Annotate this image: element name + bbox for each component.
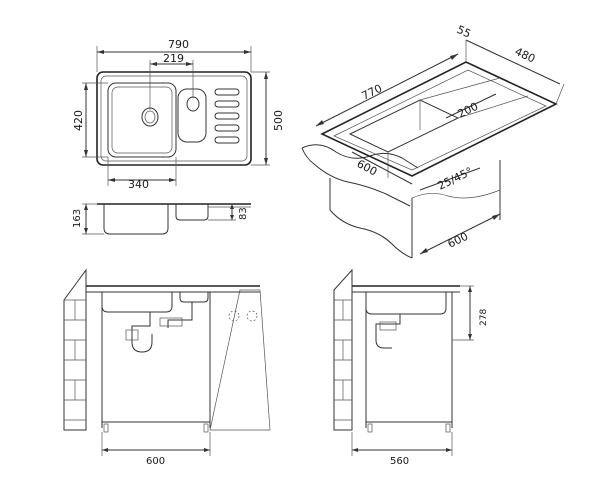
iso-angle-label: 25/45° [436, 165, 475, 193]
isometric-view: 770 55 480 200 600 25/45° 600 [301, 23, 565, 259]
iso-length-label: 770 [360, 82, 385, 103]
front-installation: 600 [63, 268, 271, 467]
front-cabinet-width-label: 600 [146, 456, 165, 467]
top-view-outline [96, 71, 252, 166]
side-section: 163 83 [72, 203, 251, 235]
brick-wall-left [63, 268, 87, 431]
iso-cabinet-label: 600 [355, 157, 380, 178]
iso-cabinet-depth-label: 600 [446, 230, 471, 251]
small-bowl [177, 88, 207, 143]
side-small-depth-label: 83 [238, 207, 249, 220]
tap-hole-1 [228, 310, 240, 322]
siphon [125, 302, 193, 353]
side-install-depth-label: 560 [390, 456, 409, 467]
tap-hole-2 [246, 310, 258, 322]
top-view: 790 219 420 500 340 [72, 38, 285, 191]
side-depth-label: 163 [72, 209, 83, 228]
depth-label: 420 [72, 110, 85, 131]
iso-edge-label: 55 [455, 23, 473, 41]
side-install-height-label: 278 [479, 309, 489, 326]
small-drain [186, 96, 200, 112]
bowl-offset-label: 219 [163, 52, 184, 65]
drainer-ribs [214, 88, 240, 144]
brick-wall-right-view [333, 268, 353, 431]
main-bowl [107, 82, 177, 158]
bowl-width-label: 340 [128, 178, 149, 191]
iso-width-label: 480 [513, 45, 538, 66]
side-installation: 278 560 [333, 268, 489, 467]
top-width-label: 790 [168, 38, 189, 51]
height-label: 500 [272, 110, 285, 131]
